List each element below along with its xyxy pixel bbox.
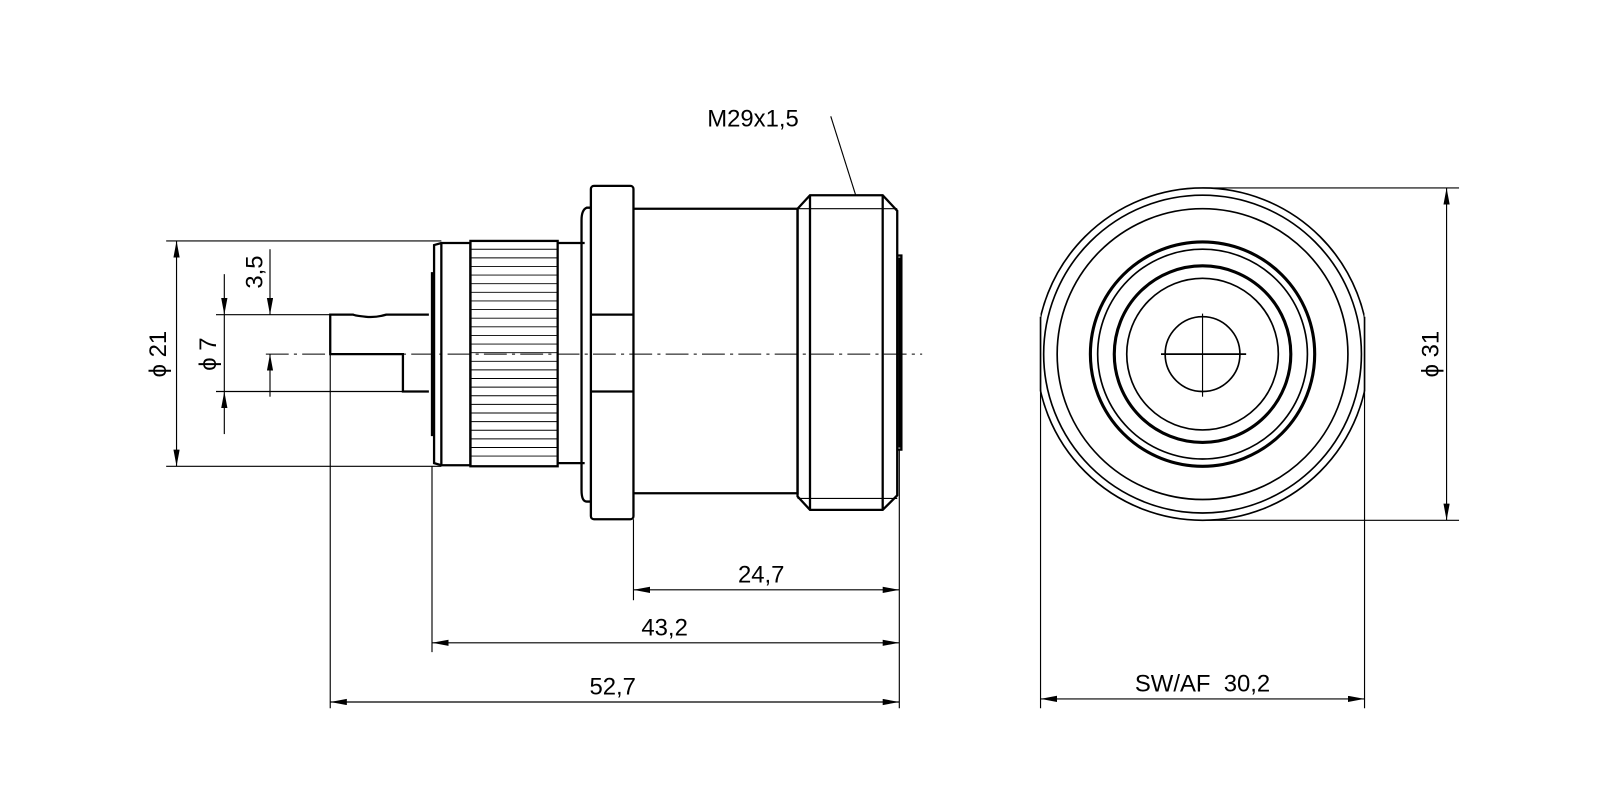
dim-label-24-7: 24,7 [738, 562, 784, 589]
neck [557, 241, 585, 465]
knurled-ring [469, 239, 559, 468]
dim-label-diameter-7: ϕ 7 [195, 337, 222, 370]
threaded-section [796, 194, 899, 512]
thread-label: M29x1,5 [707, 106, 799, 133]
body [633, 207, 799, 495]
side-view: M29x1,5 ϕ 21 ϕ 7 3,5 24,7 43,2 52,7 [145, 106, 923, 709]
contact-pin [329, 313, 429, 393]
dim-label-52-7: 52,7 [589, 674, 635, 701]
ring [1056, 207, 1349, 501]
dim-label-diameter-21: ϕ 21 [145, 331, 172, 378]
ring [1112, 264, 1293, 444]
knurl-pattern [470, 248, 558, 457]
flange-washer [580, 206, 591, 503]
dim-label-across-flats: SW/AF 30,2 [1135, 671, 1270, 698]
front-view: ϕ 31 SW/AF 30,2 [1039, 187, 1460, 709]
ring [1096, 248, 1309, 460]
dim-label-3-5: 3,5 [242, 255, 269, 288]
thread-leader [830, 116, 857, 196]
ring [1125, 277, 1280, 431]
ring [1042, 194, 1363, 514]
hex-flange [589, 184, 635, 521]
ring [1088, 240, 1317, 468]
dim-label-diameter-31: ϕ 31 [1417, 331, 1444, 378]
dim-label-43-2: 43,2 [641, 615, 687, 642]
